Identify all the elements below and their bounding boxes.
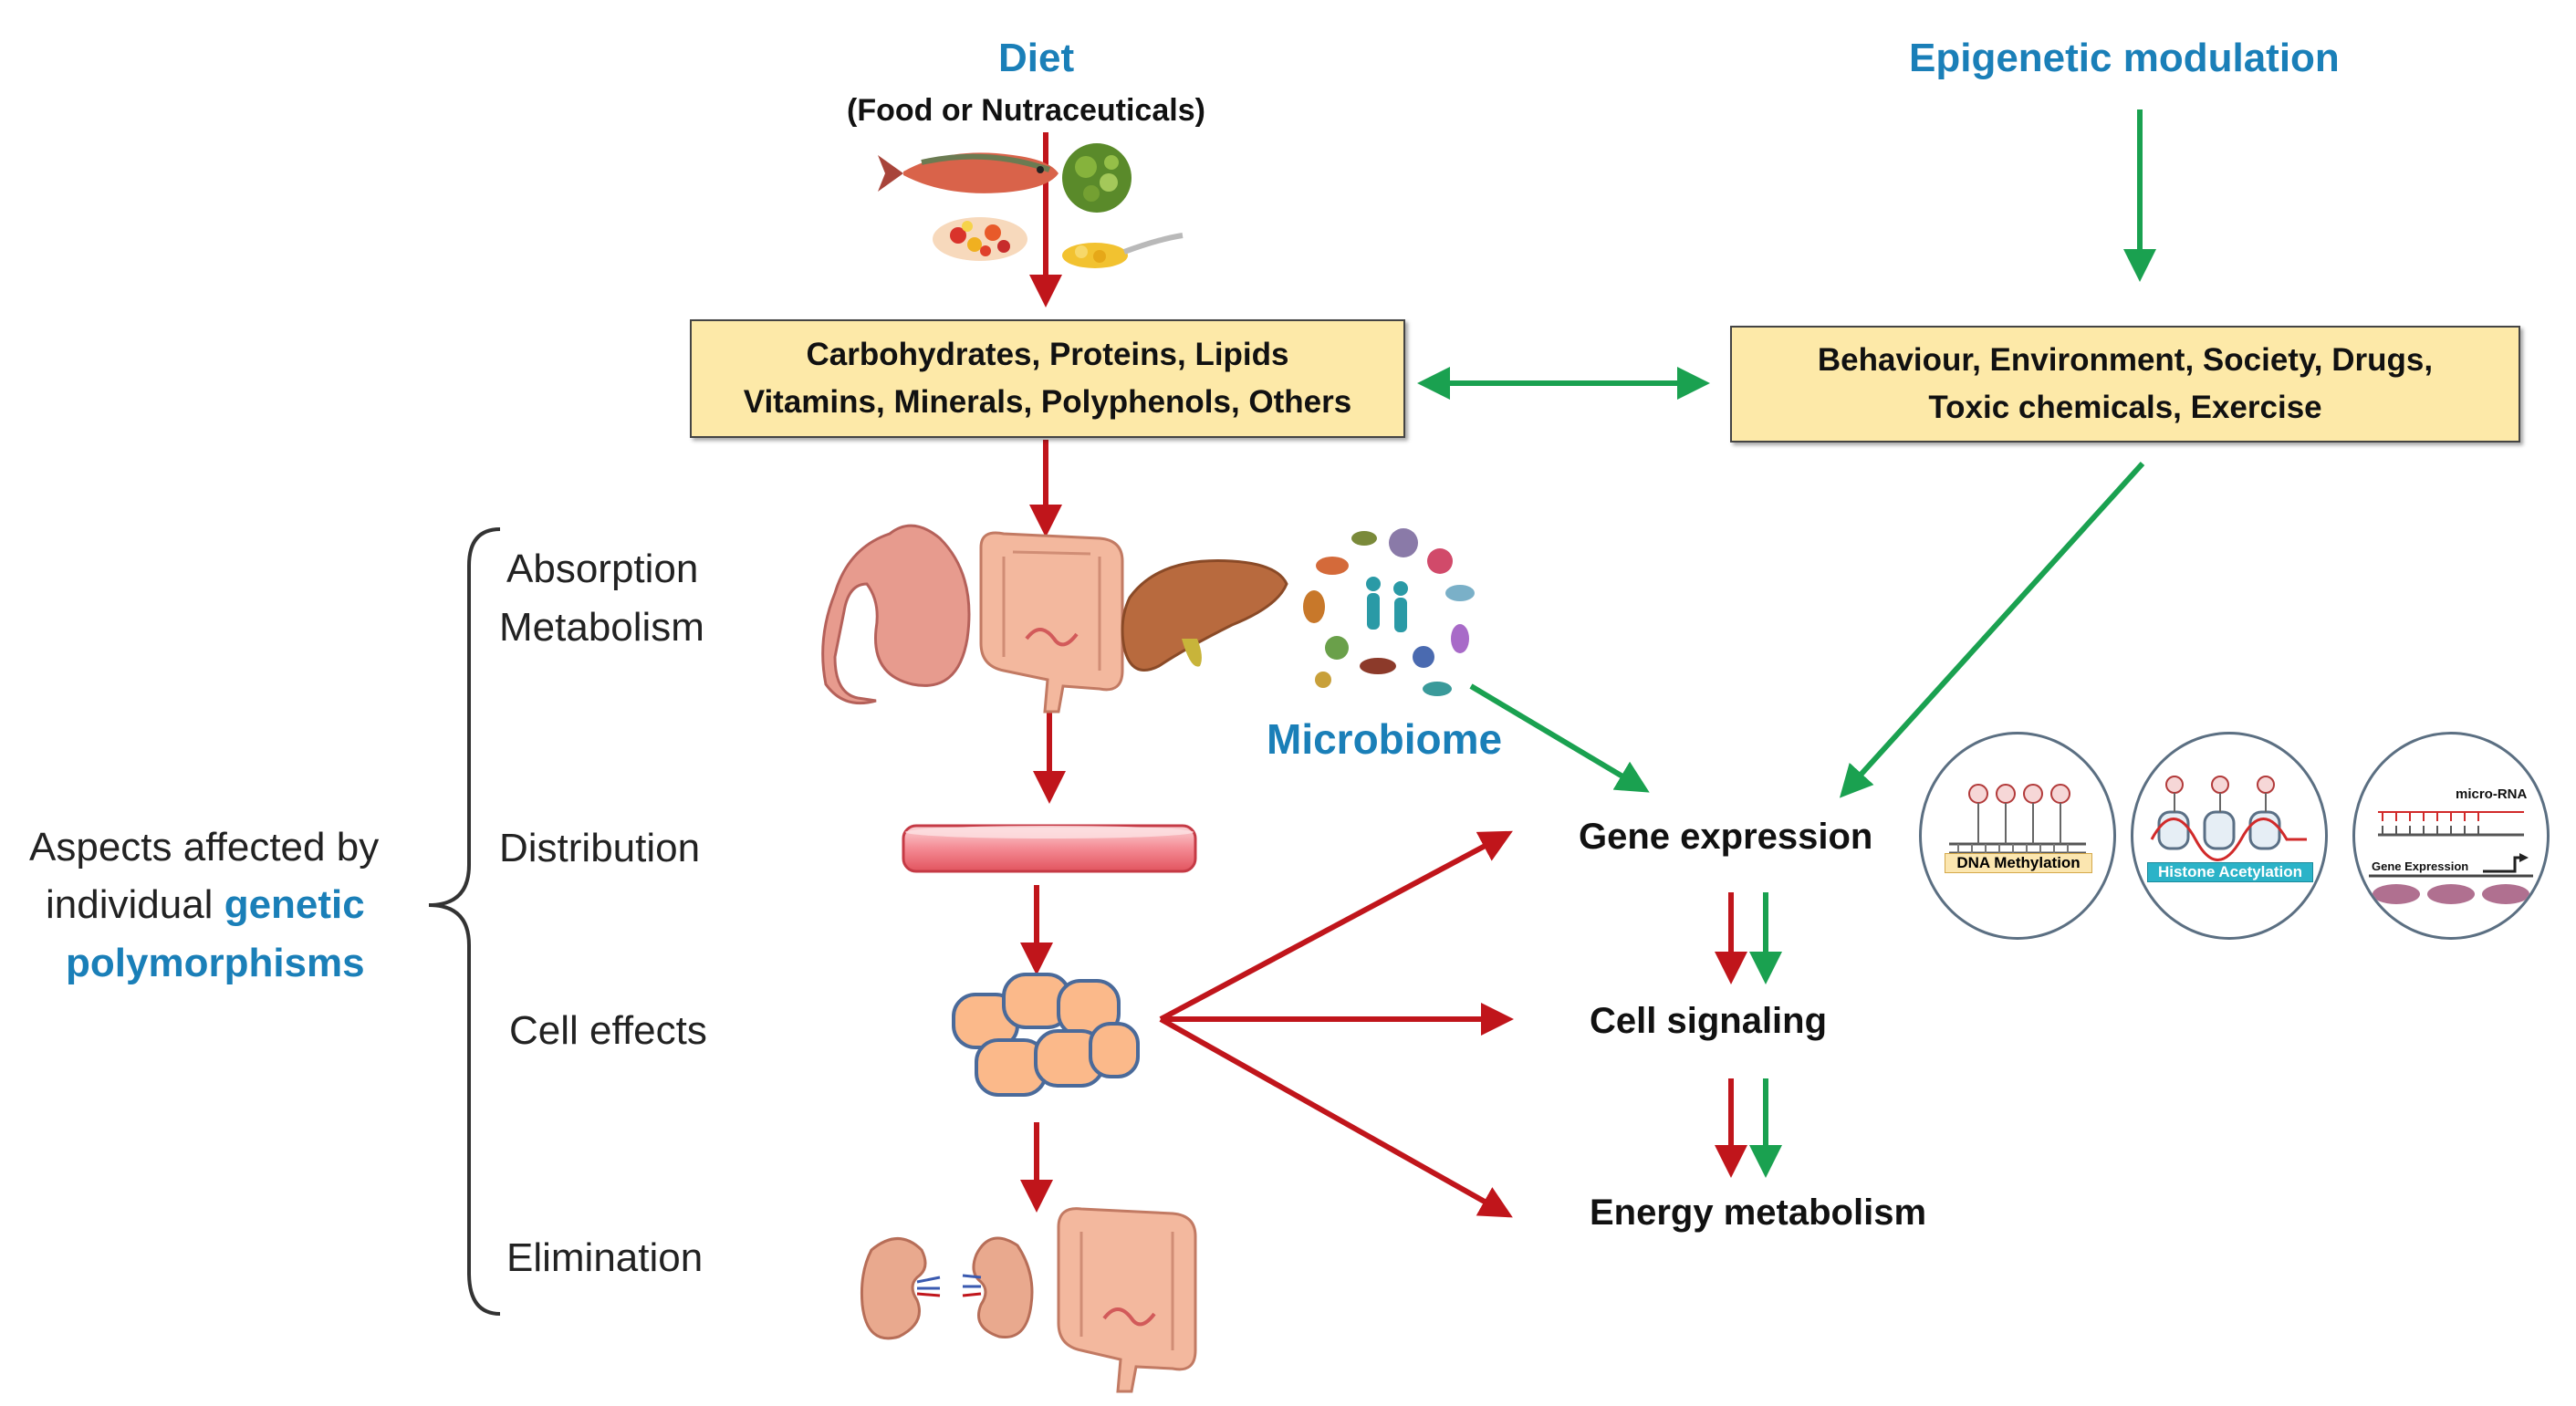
diet-title: Diet xyxy=(998,36,1075,80)
nutrients-line-1: Carbohydrates, Proteins, Lipids xyxy=(806,336,1289,372)
histone-acetylation-caption: Histone Acetylation xyxy=(2147,862,2313,882)
stomach-icon xyxy=(821,524,971,705)
microbiome-label: Microbiome xyxy=(1267,715,1503,763)
arrow-microbiome-to-gene-expression xyxy=(1469,683,1650,793)
greens-icon xyxy=(1062,143,1132,213)
stage-cell-effects: Cell effects xyxy=(509,1008,707,1053)
nutrients-line-2: Vitamins, Minerals, Polyphenols, Others xyxy=(743,384,1352,420)
salmon-icon xyxy=(878,152,1059,193)
gene-expression-label: Gene expression xyxy=(1579,817,1873,857)
inset-micro-rna: micro-RNA Gene Expression xyxy=(2352,732,2550,940)
kidney-icon-left xyxy=(860,1237,941,1340)
arrow-cells-to-gene-expression xyxy=(1159,830,1513,1022)
factors-box: Behaviour, Environment, Society, Drugs, … xyxy=(1730,326,2520,443)
arrow-cells-to-energy xyxy=(1159,1016,1513,1218)
nutrients-box: Carbohydrates, Proteins, Lipids Vitamins… xyxy=(690,319,1405,438)
spoon-icon xyxy=(1062,233,1184,268)
inset-histone-acetylation: Histone Acetylation xyxy=(2131,732,2328,940)
micro-rna-graphic xyxy=(2369,811,2533,904)
aspects-line-2-highlight: genetic xyxy=(224,882,365,927)
kidney-icon-right xyxy=(962,1236,1034,1339)
dna-methylation-graphic xyxy=(1949,784,2086,855)
stage-metabolism: Metabolism xyxy=(499,605,704,650)
stage-distribution: Distribution xyxy=(499,826,701,870)
aspects-line-1: Aspects affected by xyxy=(29,825,380,870)
colon-icon-upper xyxy=(979,531,1124,713)
epigenetic-title: Epigenetic modulation xyxy=(1909,36,2340,80)
factors-line-1: Behaviour, Environment, Society, Drugs, xyxy=(1817,341,2434,378)
aspects-line-2: individual genetic xyxy=(46,882,365,927)
distribution-bar xyxy=(902,824,1197,873)
dna-methylation-caption: DNA Methylation xyxy=(1945,853,2092,873)
diet-subtitle: (Food or Nutraceuticals) xyxy=(847,93,1205,128)
histone-graphic xyxy=(2150,776,2307,861)
liver-icon xyxy=(1121,559,1288,672)
arrow-factors-to-gene-expression xyxy=(1839,461,2145,798)
energy-metabolism-label: Energy metabolism xyxy=(1590,1192,1927,1233)
inset-dna-methylation: DNA Methylation xyxy=(1919,732,2116,940)
colon-icon-lower xyxy=(1057,1207,1197,1393)
aspects-line-2-prefix: individual xyxy=(46,882,214,927)
stage-elimination: Elimination xyxy=(506,1235,704,1280)
stage-absorption: Absorption xyxy=(506,547,699,591)
gene-expression-small-caption: Gene Expression xyxy=(2372,859,2469,873)
micro-rna-caption: micro-RNA xyxy=(2456,786,2528,802)
aspects-line-3: polymorphisms xyxy=(66,941,365,985)
aspects-brace xyxy=(428,527,501,1316)
microbiome-icon xyxy=(1303,528,1475,696)
factors-line-2: Toxic chemicals, Exercise xyxy=(1928,390,2322,425)
cells-icon xyxy=(952,973,1140,1097)
pills-icon xyxy=(933,217,1027,261)
cell-signaling-label: Cell signaling xyxy=(1590,1001,1828,1041)
